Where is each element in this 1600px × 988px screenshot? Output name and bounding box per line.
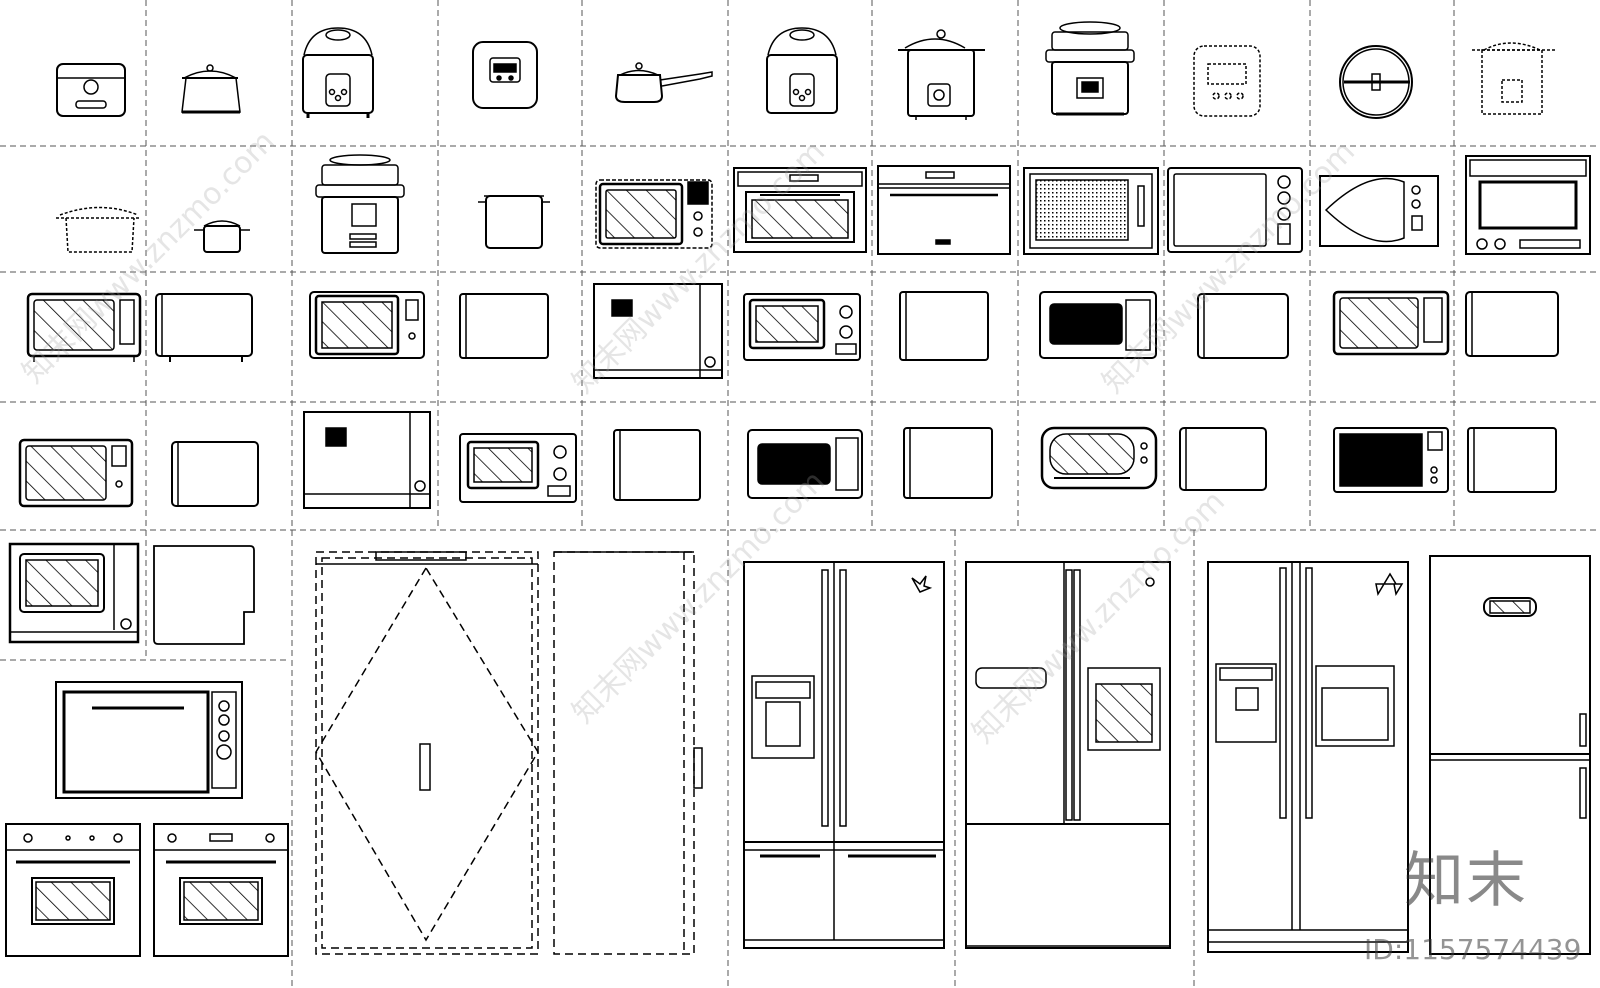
small-pot-1 — [181, 64, 241, 114]
oven-side-1 — [153, 545, 255, 645]
microwave-4 — [1319, 175, 1439, 247]
row-3-microwaves — [26, 283, 1559, 379]
microwave-side-3 — [899, 291, 989, 361]
built-in-oven-1 — [733, 167, 867, 253]
row-2-appliances — [56, 154, 1591, 255]
built-in-ovens-left — [5, 681, 289, 957]
microwave-14 — [1333, 427, 1449, 493]
dashed-fridge-double-door — [315, 551, 539, 955]
watermark-logo: 知末 — [1404, 846, 1528, 916]
row-1-cookers — [56, 21, 1556, 120]
box-cooker-1 — [56, 63, 126, 117]
fridge-top-freezer — [1429, 555, 1591, 955]
convection-oven-1 — [593, 283, 723, 379]
microwave-side-4 — [1197, 293, 1289, 359]
rice-cooker-2 — [472, 41, 538, 109]
convection-oven-2 — [303, 411, 431, 509]
built-in-oven-3 — [55, 681, 243, 799]
microwave-8 — [1039, 291, 1157, 359]
microwave-side-1 — [155, 293, 253, 362]
microwave-7 — [743, 293, 861, 361]
microwave-side-6 — [171, 441, 259, 507]
microwave-12 — [747, 429, 863, 499]
microwave-side-5 — [1465, 291, 1559, 357]
row-4-microwaves — [18, 411, 1557, 509]
microwave-2 — [1023, 167, 1159, 255]
rice-cooker-7 — [1472, 42, 1556, 115]
microwave-side-8 — [903, 427, 993, 499]
fridge-side-by-side-2 — [1207, 561, 1409, 953]
dashed-fridge-single-door — [553, 551, 703, 955]
rice-cooker-4 — [898, 29, 985, 120]
microwave-9 — [1332, 290, 1450, 356]
dashed-fridge-outlines — [315, 551, 703, 955]
oven-bold-1 — [1465, 155, 1591, 255]
row-5-left — [8, 542, 255, 645]
fridge-french-door — [743, 561, 945, 949]
microwave-side-7 — [613, 429, 701, 501]
microwave-side-9 — [1179, 427, 1267, 491]
fridge-side-by-side-1 — [965, 561, 1171, 949]
rice-cooker-1 — [302, 27, 374, 118]
microwave-5 — [26, 292, 142, 362]
convection-oven-3 — [8, 542, 140, 644]
microwave-10 — [18, 438, 134, 508]
microwave-1 — [595, 179, 713, 249]
microwave-11 — [459, 433, 577, 503]
microwave-6 — [309, 291, 425, 359]
saucepan-1 — [614, 62, 713, 103]
refrigerators — [743, 555, 1591, 955]
microwave-side-2 — [459, 293, 549, 359]
microwave-side-10 — [1467, 427, 1557, 493]
stock-pot-1 — [478, 195, 550, 249]
steamer-cooker-1 — [315, 154, 405, 254]
dashed-pot-1 — [56, 206, 140, 253]
built-in-oven-4 — [5, 823, 141, 957]
small-pot-2 — [194, 220, 250, 253]
built-in-oven-5 — [153, 823, 289, 957]
rice-cooker-3 — [766, 27, 838, 114]
rice-cooker-5 — [1045, 21, 1135, 116]
watermark-id: ID:1157574439 — [1364, 933, 1582, 966]
microwave-13 — [1040, 426, 1158, 490]
microwave-3 — [1167, 167, 1303, 253]
rice-cooker-6 — [1193, 45, 1261, 117]
built-in-oven-2 — [877, 165, 1011, 255]
round-lid-1 — [1339, 45, 1413, 119]
